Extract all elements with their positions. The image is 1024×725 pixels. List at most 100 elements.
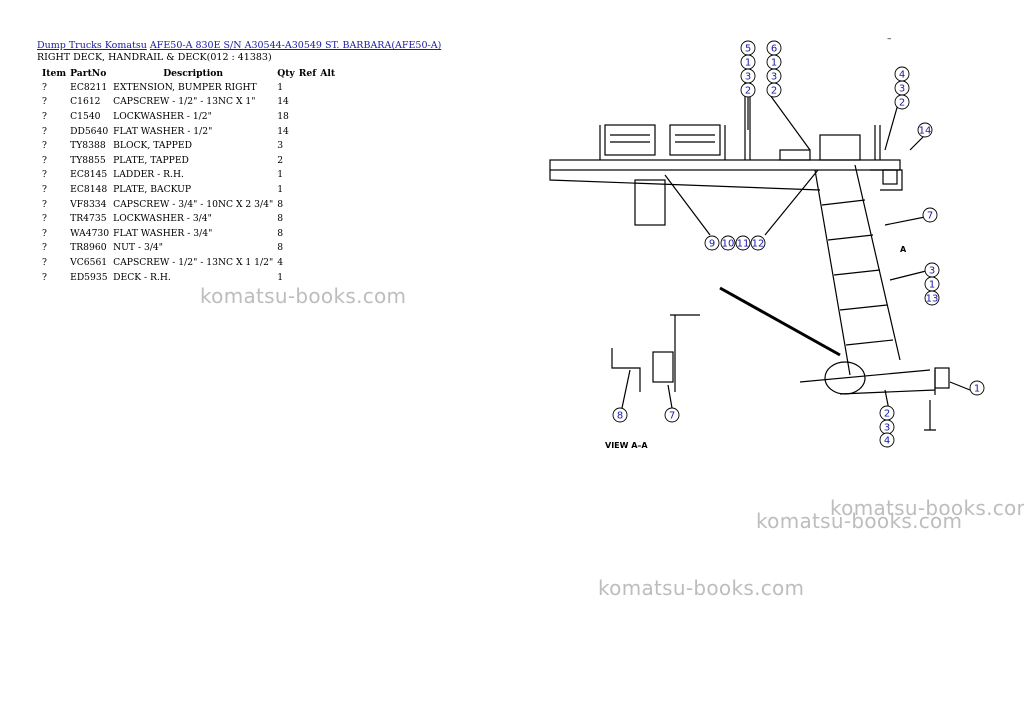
callout-bubble bbox=[894, 94, 910, 110]
deck-underside bbox=[549, 170, 821, 191]
callout-number: 3 bbox=[929, 266, 935, 277]
table-row: ? VC6561 CAPSCREW - 1/2" - 13NC X 1 1/2"4 bbox=[38, 255, 337, 270]
callout-bubble bbox=[735, 235, 751, 251]
callout-bubble bbox=[704, 235, 720, 251]
callout-bubble bbox=[879, 432, 895, 448]
cell-description: PLATE, BACKUP bbox=[113, 183, 192, 195]
cell-item: ? bbox=[42, 242, 47, 254]
cell-qty: 2 bbox=[277, 154, 284, 166]
callout-number: 1 bbox=[745, 58, 751, 69]
callout-bubble bbox=[720, 235, 736, 251]
cell-partno: TY8855 bbox=[70, 154, 106, 166]
callout-number: 11 bbox=[737, 239, 750, 250]
callout-number: 3 bbox=[771, 72, 777, 83]
callout-number: 2 bbox=[884, 409, 890, 420]
callout-number: 6 bbox=[771, 44, 777, 55]
page-subtitle: RIGHT DECK, HANDRAIL & DECK(012 : 41383) bbox=[37, 52, 272, 63]
cell-description: FLAT WASHER - 1/2" bbox=[113, 125, 213, 137]
watermark: komatsu-books.com bbox=[200, 284, 407, 308]
cell-description: LOCKWASHER - 3/4" bbox=[113, 213, 212, 225]
cell-qty: 1 bbox=[277, 271, 284, 283]
cell-qty: 14 bbox=[277, 125, 289, 137]
callout-number: 3 bbox=[899, 84, 905, 95]
cell-item: ? bbox=[42, 227, 47, 239]
cell-item: ? bbox=[42, 256, 47, 268]
callout-bubble bbox=[924, 290, 940, 306]
callout-bubble bbox=[664, 407, 680, 423]
cell-item: ? bbox=[42, 140, 47, 152]
cell-item: ? bbox=[42, 169, 47, 181]
view-detail-bracket bbox=[611, 348, 641, 392]
cell-description: CAPSCREW - 1/2" - 13NC X 1 1/2" bbox=[113, 256, 274, 268]
watermark: komatsu-books.com bbox=[756, 509, 963, 533]
cell-description: NUT - 3/4" bbox=[113, 242, 163, 254]
col-ref: Ref bbox=[298, 67, 317, 79]
cell-partno: VF8334 bbox=[70, 198, 107, 210]
cell-description: FLAT WASHER - 3/4" bbox=[113, 227, 213, 239]
section-label: A bbox=[900, 245, 907, 254]
cell-partno: EC8211 bbox=[70, 81, 108, 93]
ladder-rails bbox=[814, 164, 901, 376]
cell-description: BLOCK, TAPPED bbox=[113, 140, 192, 152]
cell-qty: 1 bbox=[277, 183, 284, 195]
table-row: ? EC8211 EXTENSION, BUMPER RIGHT 1 bbox=[38, 80, 337, 95]
cell-qty: 18 bbox=[277, 110, 289, 122]
table-row: ? TR8960 NUT - 3/4" 8 bbox=[38, 241, 337, 256]
cell-qty: 14 bbox=[277, 96, 289, 108]
callout-number: 4 bbox=[884, 436, 890, 447]
cell-item: ? bbox=[42, 81, 47, 93]
cell-qty: 8 bbox=[277, 213, 284, 225]
col-description: Description bbox=[163, 67, 224, 79]
cell-description: CAPSCREW - 3/4" - 10NC X 2 3/4" bbox=[113, 198, 274, 210]
callout-bubble bbox=[969, 380, 985, 396]
callout-bubble bbox=[612, 407, 628, 423]
callout-bubble bbox=[917, 122, 933, 138]
cell-item: ? bbox=[42, 110, 47, 122]
cell-description: LOCKWASHER - 1/2" bbox=[113, 110, 212, 122]
cell-qty: 4 bbox=[277, 256, 284, 268]
watermark: komatsu-books.com bbox=[830, 496, 1024, 520]
cell-partno: TY8388 bbox=[70, 140, 106, 152]
cell-item: ? bbox=[42, 198, 47, 210]
top-mark: – bbox=[887, 34, 892, 44]
callout-number: 9 bbox=[709, 239, 715, 250]
breadcrumb-link-trucks[interactable]: Dump Trucks Komatsu bbox=[37, 40, 147, 51]
callout-number: 8 bbox=[617, 411, 623, 422]
callout-number: 14 bbox=[919, 126, 932, 137]
callout-number: 3 bbox=[745, 72, 751, 83]
cell-qty: 1 bbox=[277, 81, 284, 93]
callout-number: 1 bbox=[771, 58, 777, 69]
cell-qty: 1 bbox=[277, 169, 284, 181]
cell-partno: EC8148 bbox=[70, 183, 108, 195]
col-qty: Qty bbox=[277, 67, 295, 79]
table-row: ? DD5640 FLAT WASHER - 1/2" 14 bbox=[38, 124, 337, 139]
col-item: Item bbox=[42, 67, 67, 79]
cell-partno: ED5935 bbox=[70, 271, 108, 283]
cell-description: PLATE, TAPPED bbox=[113, 154, 189, 166]
table-row: ? TY8855 PLATE, TAPPED 2 bbox=[38, 153, 337, 168]
parts-table: Item PartNo Description Qty Ref Alt ?EC8… bbox=[38, 66, 337, 284]
col-partno: PartNo bbox=[70, 67, 107, 79]
callout-bubble bbox=[750, 235, 766, 251]
callout-number: 3 bbox=[884, 423, 890, 434]
cell-partno: TR8960 bbox=[70, 242, 107, 254]
cell-item: ? bbox=[42, 125, 47, 137]
watermark: komatsu-books.com bbox=[598, 576, 805, 600]
cell-partno: C1612 bbox=[70, 96, 101, 108]
cell-item: ? bbox=[42, 154, 47, 166]
cell-qty: 8 bbox=[277, 227, 284, 239]
cell-partno: DD5640 bbox=[70, 125, 109, 137]
callout-number: 1 bbox=[974, 384, 980, 395]
breadcrumb-link-model[interactable]: AFE50-A 830E S/N A30544-A30549 ST. BARBA… bbox=[149, 40, 442, 51]
cell-partno: VC6561 bbox=[70, 256, 108, 268]
cell-qty: 8 bbox=[277, 242, 284, 254]
cell-description: EXTENSION, BUMPER RIGHT bbox=[113, 81, 257, 93]
callout-number: 2 bbox=[899, 98, 905, 109]
